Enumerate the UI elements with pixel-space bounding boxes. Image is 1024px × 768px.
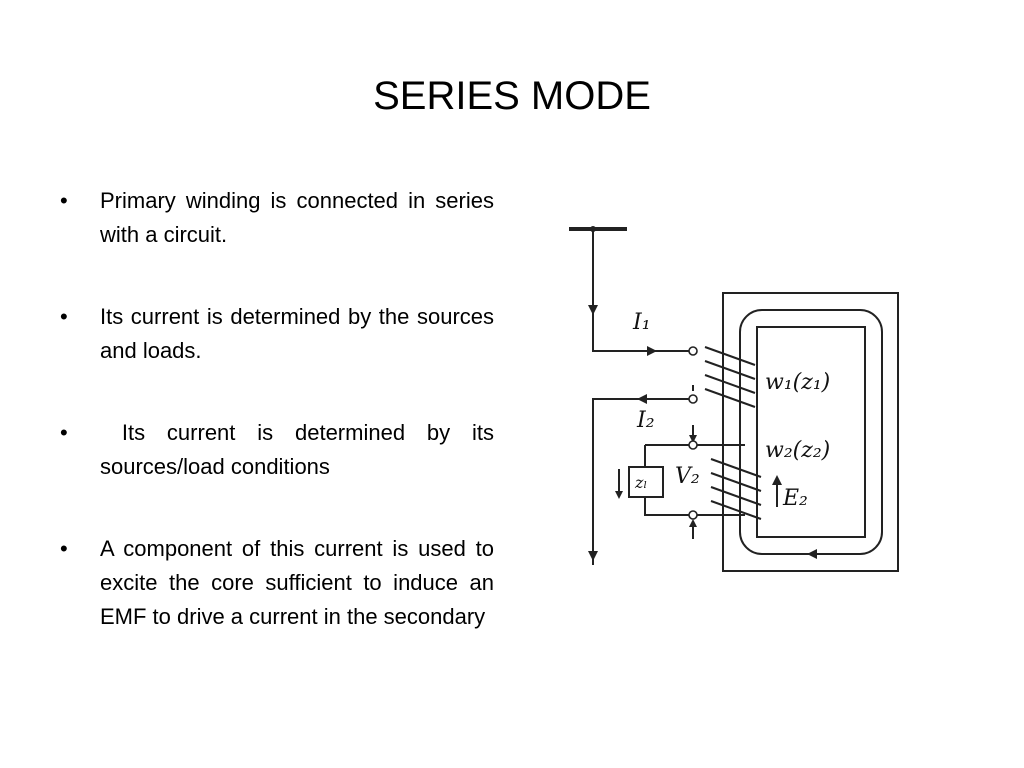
bullet-text: Primary winding is connected in series w… xyxy=(100,188,494,247)
core-window xyxy=(756,326,866,538)
label-zl: zₗ xyxy=(634,473,647,492)
core-flux-path xyxy=(739,309,883,555)
terminal-secondary-bottom xyxy=(688,510,698,520)
slide-title: SERIES MODE xyxy=(373,74,651,118)
bullet-text: A component of this current is used to e… xyxy=(100,536,494,629)
bullet-text: Its current is determined by its sources… xyxy=(100,420,501,479)
terminal-primary-in xyxy=(688,346,698,356)
bullet-item: • Its current is determined by its sourc… xyxy=(60,416,494,484)
terminal-secondary-top xyxy=(688,440,698,450)
bullet-list: • Primary winding is connected in series… xyxy=(60,184,494,682)
bullet-item: • A component of this current is used to… xyxy=(60,532,494,634)
return-arrowhead-left xyxy=(637,394,647,404)
transformer-circuit-diagram: I₁ I₂ w₁(z₁) w₂(z₂) V₂ E₂ zₗ xyxy=(569,226,899,572)
primary-feed-wire xyxy=(592,227,693,352)
terminal-primary-out xyxy=(688,394,698,404)
label-w2: w₂(z₂) xyxy=(765,438,830,463)
i1-arrowhead-right xyxy=(647,346,657,356)
primary-return-wire xyxy=(592,398,693,565)
secondary-winding xyxy=(710,458,762,520)
bullet-item: • Primary winding is connected in series… xyxy=(60,184,494,252)
label-w1: w₁(z₁) xyxy=(765,370,830,395)
bullet-item: • Its current is determined by the sourc… xyxy=(60,300,494,368)
v2-arrowhead-down xyxy=(689,435,697,443)
i1-arrowhead-down xyxy=(588,305,598,315)
label-v2: V₂ xyxy=(675,464,700,489)
load-lower-wire xyxy=(644,497,693,516)
bullet-glyph: • xyxy=(60,420,68,445)
e2-arrowhead-up xyxy=(772,475,782,485)
label-i1: I₁ xyxy=(632,310,651,335)
label-i2: I₂ xyxy=(636,408,655,433)
bullet-text: Its current is determined by the sources… xyxy=(100,304,494,363)
load-impedance-box xyxy=(628,466,664,498)
bullet-glyph: • xyxy=(60,188,68,213)
core-outer xyxy=(722,292,899,572)
load-arrowhead-down xyxy=(615,491,623,499)
flux-arrowhead-left xyxy=(807,549,817,559)
label-e2: E₂ xyxy=(782,486,808,511)
return-arrowhead-down xyxy=(588,551,598,561)
primary-winding xyxy=(704,346,756,408)
v2-arrowhead-up xyxy=(689,519,697,527)
bullet-glyph: • xyxy=(60,536,68,561)
bus-junction xyxy=(590,226,596,232)
bullet-glyph: • xyxy=(60,304,68,329)
